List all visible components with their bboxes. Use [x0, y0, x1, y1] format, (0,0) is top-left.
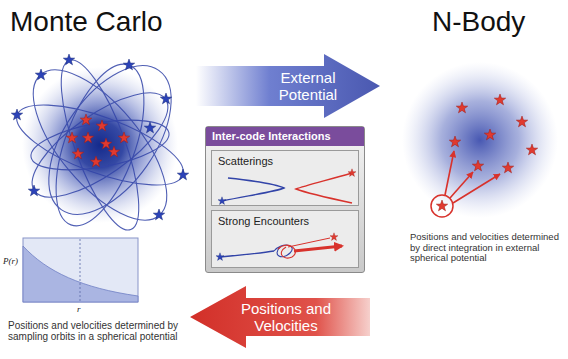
star — [108, 146, 119, 157]
panel-label: Strong Encounters — [218, 215, 309, 228]
star — [177, 169, 188, 180]
star — [72, 148, 83, 159]
panel-label: Scatterings — [218, 155, 273, 168]
scattering-path — [222, 178, 284, 201]
potential-arrow: External Potential — [196, 54, 380, 118]
encounter-loop — [278, 245, 295, 258]
force-arrow — [445, 151, 454, 195]
scattering-path — [296, 173, 352, 203]
probability-plot-outline — [2, 236, 140, 318]
star — [35, 69, 46, 80]
star — [63, 54, 74, 65]
panel-title: N-Body — [432, 6, 525, 38]
caption: Positions and velocities determined by s… — [8, 320, 192, 342]
distribution-area — [23, 246, 138, 302]
star — [348, 169, 356, 177]
ejection-arrow — [294, 246, 342, 251]
encounter-path — [220, 251, 274, 257]
force-arrow — [453, 174, 500, 203]
star — [330, 233, 338, 241]
radius-marker — [80, 239, 81, 301]
star — [82, 132, 93, 143]
star — [526, 144, 537, 155]
star — [449, 136, 460, 147]
star — [218, 197, 226, 205]
star — [144, 122, 155, 133]
probability-plot: P(r) r — [2, 236, 140, 318]
panel-title: Monte Carlo — [10, 6, 163, 38]
star — [80, 114, 91, 125]
arrow-label: External Potential — [258, 69, 358, 104]
panel-header: Inter-code Interactions — [206, 127, 364, 146]
star — [100, 138, 111, 149]
star — [96, 120, 107, 131]
star — [516, 116, 527, 127]
caption: Positions and velocities determined by d… — [410, 232, 562, 264]
star — [118, 132, 129, 143]
star — [160, 93, 171, 104]
axis-label: r — [77, 304, 81, 314]
ejection-path — [288, 238, 330, 247]
star — [494, 94, 505, 105]
n-body-stars — [436, 94, 537, 211]
cluster-blob — [402, 62, 558, 218]
scattering-panel: Scatterings — [211, 150, 359, 206]
encounter-panel: Strong Encounters — [211, 210, 359, 268]
star — [66, 132, 77, 143]
star — [502, 162, 513, 173]
star — [11, 109, 22, 120]
interaction-box: ScatteringsStrong Encounters Inter-code I… — [205, 126, 365, 273]
force-arrow — [450, 172, 473, 198]
orbit — [8, 89, 193, 202]
star — [436, 200, 447, 211]
arrow-shape — [196, 54, 380, 118]
star — [123, 59, 134, 70]
arrow-label: Positions and Velocities — [230, 300, 342, 335]
positions-arrow: Positions and Velocities — [190, 286, 370, 348]
n-body-panel: N-BodyPositions and velocities determine… — [400, 0, 568, 359]
star — [456, 102, 467, 113]
arrow-shape — [190, 286, 370, 348]
star — [28, 185, 39, 196]
star — [90, 156, 101, 167]
orbit-stars — [11, 54, 188, 220]
star — [216, 253, 224, 261]
star — [153, 209, 164, 220]
star — [472, 160, 483, 171]
orbit — [17, 75, 182, 216]
cluster-blob — [22, 67, 178, 223]
core-stars — [66, 114, 129, 167]
force-arrows — [445, 151, 500, 203]
orbits — [8, 45, 196, 242]
star — [484, 129, 495, 140]
monte-carlo-panel: P(r) r Monte CarloPositions and velocities… — [0, 0, 200, 359]
plot-frame — [23, 238, 138, 302]
orbit — [27, 111, 173, 179]
highlight-circle — [431, 195, 453, 217]
orbit — [10, 49, 190, 241]
orbit — [24, 45, 195, 236]
axis-label: P(r) — [3, 256, 18, 266]
